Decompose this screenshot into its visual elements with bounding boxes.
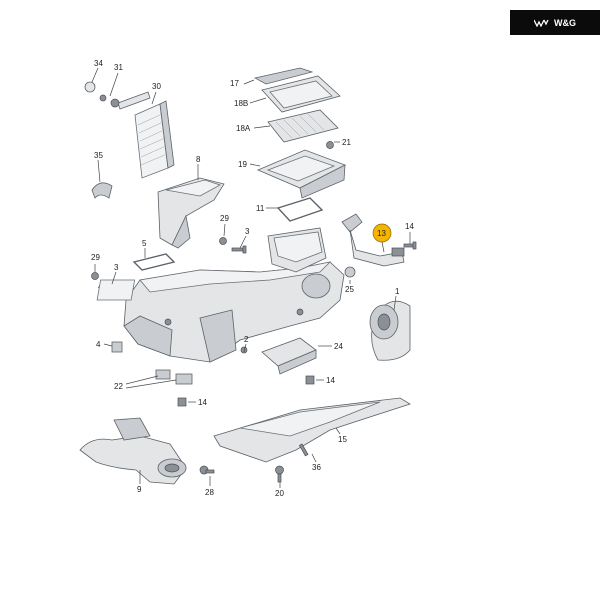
brand-logo: W&G [510,10,600,35]
callout-22: 22 [114,382,123,391]
callout-35: 35 [94,151,103,160]
callout-29-left: 29 [91,253,100,262]
callout-15: 15 [338,435,347,444]
callout-3-left: 3 [114,263,119,272]
callout-28: 28 [205,488,214,497]
callout-3-upper: 3 [245,227,250,236]
callout-13: 13 [377,229,386,238]
callout-20: 20 [275,489,284,498]
callout-4: 4 [96,340,101,349]
callout-2: 2 [244,335,249,344]
callout-8: 8 [196,155,201,164]
part-blower-motor [369,300,411,361]
callout-21: 21 [342,138,351,147]
part-filter-frame [261,75,341,113]
part-floor-cover [213,397,411,463]
part-heater-core [84,81,175,179]
part-screw-28 [199,465,215,475]
part-screw-3-upper [231,245,247,254]
part-clip [91,182,113,199]
callout-9: 9 [137,485,142,494]
callout-36: 36 [312,463,321,472]
callout-18a: 18A [236,124,251,133]
callout-25: 25 [345,285,354,294]
part-screw-14-mid [305,375,315,385]
part-screw-36 [298,443,309,457]
part-grommet [344,266,356,278]
part-screw-14-low [177,397,187,407]
callout-1: 1 [395,287,400,296]
part-connectors [155,369,193,385]
part-nut-29-upper [219,237,227,245]
part-screw-20 [275,465,284,483]
brand-text: W&G [554,17,576,28]
callout-11: 11 [256,204,265,213]
callout-14-mid: 14 [326,376,335,385]
part-screw-14-top [403,241,417,250]
part-gasket [276,197,324,222]
callout-17: 17 [230,79,239,88]
callout-labels: 34 31 30 35 8 17 18B 18A 21 19 11 13 14 … [91,59,414,498]
part-filter-housing [256,141,346,199]
part-servo-motor [341,213,405,267]
callout-29-upper: 29 [220,214,229,223]
callout-14-low: 14 [198,398,207,407]
leader-lines [91,67,411,488]
callout-31: 31 [114,63,123,72]
callout-24: 24 [334,342,343,351]
part-clip-4 [111,341,123,353]
part-small-gasket [132,253,176,271]
brand-mark-icon [534,19,549,27]
callout-30: 30 [152,82,161,91]
callout-34: 34 [94,59,103,68]
callout-5: 5 [142,239,147,248]
part-footwell-duct [79,417,187,485]
part-air-duct [157,177,225,249]
callout-18b: 18B [234,99,248,108]
callout-19: 19 [238,160,247,169]
part-nut-29-left [91,272,99,280]
part-heater-housing [96,227,345,363]
callout-14-top: 14 [405,222,414,231]
part-filter-element [267,109,339,143]
part-bracket [261,337,317,375]
part-seal-strip [253,67,314,85]
